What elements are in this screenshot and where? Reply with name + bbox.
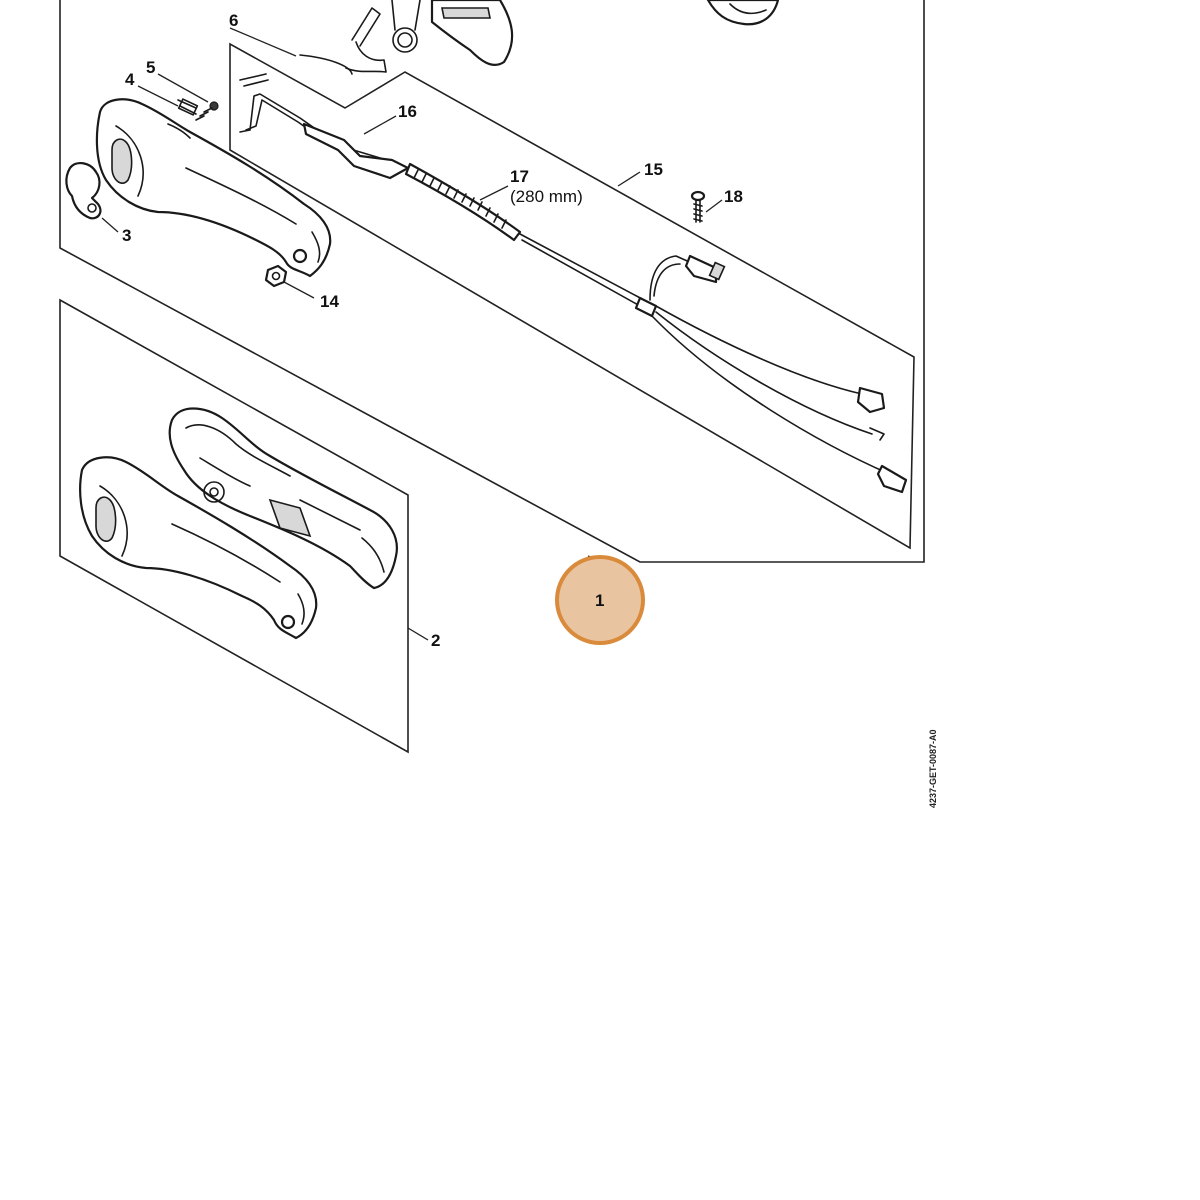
small-parts-4-5 <box>177 98 219 121</box>
callout-3[interactable]: 3 <box>122 226 131 245</box>
callout-14[interactable]: 14 <box>320 292 339 311</box>
callout-16[interactable]: 16 <box>398 102 417 121</box>
handle-kit-frame <box>59 298 409 754</box>
spring-17 <box>404 162 522 242</box>
callout-17-note: (280 mm) <box>510 187 583 206</box>
harness-frame <box>229 42 915 550</box>
callout-6[interactable]: 6 <box>229 11 238 30</box>
cable-harness <box>519 233 908 494</box>
screw-18 <box>690 190 706 223</box>
handle-housing-half <box>168 407 398 590</box>
callout-18[interactable]: 18 <box>724 187 743 206</box>
knob-3 <box>65 162 102 220</box>
assembly-frame-outline <box>59 0 925 563</box>
callout-17[interactable]: 17 <box>510 167 529 186</box>
callout-15[interactable]: 15 <box>644 160 663 179</box>
document-id: 4237-GET-0087-A0 <box>928 729 938 808</box>
nut-14 <box>264 264 288 288</box>
callout-4[interactable]: 4 <box>125 70 135 89</box>
handle-top <box>95 98 332 278</box>
highlight-marker-1[interactable] <box>555 555 645 645</box>
callout-2[interactable]: 2 <box>431 631 440 650</box>
callout-5[interactable]: 5 <box>146 58 155 77</box>
wire-rod-16 <box>239 73 410 180</box>
handle-kit-front <box>79 456 318 640</box>
callout-1[interactable]: 1 <box>595 591 604 610</box>
top-partial-parts <box>299 0 780 75</box>
